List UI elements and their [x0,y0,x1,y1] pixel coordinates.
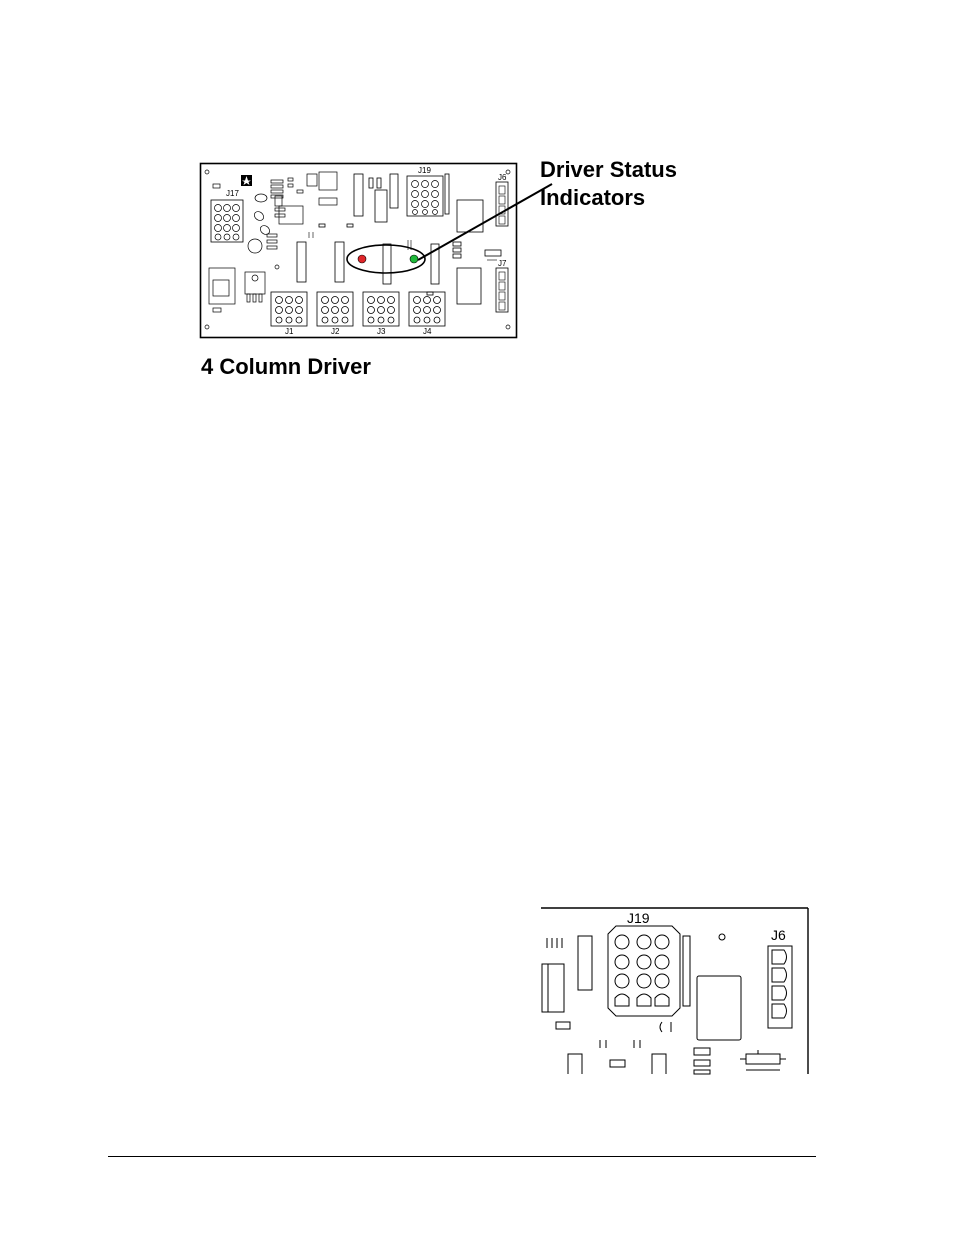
label-j7: J7 [498,259,507,268]
connector-j17 [210,199,244,243]
connector-j6-top [495,181,509,227]
figure-caption: 4 Column Driver [201,354,371,379]
connector-j4 [408,291,446,327]
connector-j19-closeup [607,925,681,1017]
board-logo-icon [241,175,252,186]
red-status-led-icon [357,254,367,264]
connector-j1 [270,291,308,327]
label-j19-top: J19 [418,166,431,175]
status-indicator-highlight [346,244,426,274]
label-j3: J3 [377,327,386,336]
callout-leader-line [417,183,553,261]
callout-line-1: Driver Status [540,157,677,182]
board-closeup-diagram [541,907,809,1075]
connector-j19-top [406,175,444,217]
label-j19-closeup: J19 [627,910,650,926]
connector-j7 [495,267,509,313]
connector-j6-closeup [767,945,793,1029]
label-j4: J4 [423,327,432,336]
footer-rule [108,1156,816,1157]
label-j1: J1 [285,327,294,336]
callout-label: Driver Status Indicators [540,156,677,212]
label-j6-closeup: J6 [771,927,786,943]
label-j2: J2 [331,327,340,336]
driver-board-diagram [199,162,518,339]
label-j17: J17 [226,189,239,198]
label-j6-top: J6 [498,173,507,182]
connector-j3 [362,291,400,327]
connector-j2 [316,291,354,327]
callout-line-2: Indicators [540,185,646,210]
